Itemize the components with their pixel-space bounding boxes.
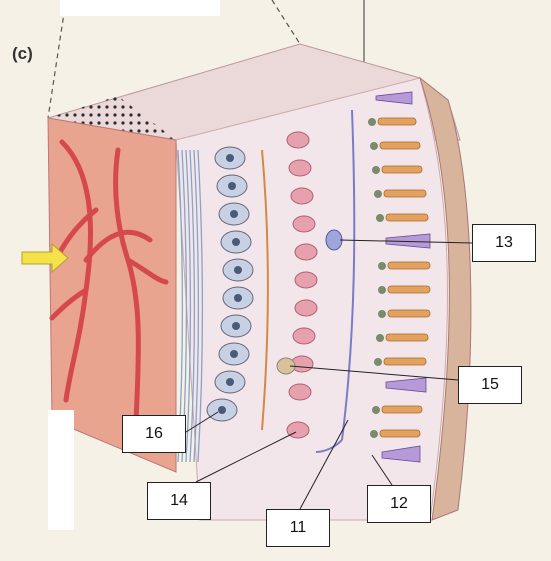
- callout-12: 12: [367, 485, 431, 523]
- callout-14: 14: [147, 482, 211, 520]
- callout-15: 15: [458, 366, 522, 404]
- amacrine-cell: [287, 422, 309, 438]
- guide-line-left: [48, 0, 66, 118]
- panel-label: (c): [12, 44, 33, 64]
- callout-11: 11: [266, 509, 330, 547]
- cropped-region-top: [60, 0, 220, 16]
- callout-16: 16: [122, 415, 186, 453]
- guide-line-top: [272, 0, 300, 44]
- bipolar-cell-nucleus: [326, 230, 342, 250]
- callout-13: 13: [472, 224, 536, 262]
- cropped-region-left: [48, 410, 74, 530]
